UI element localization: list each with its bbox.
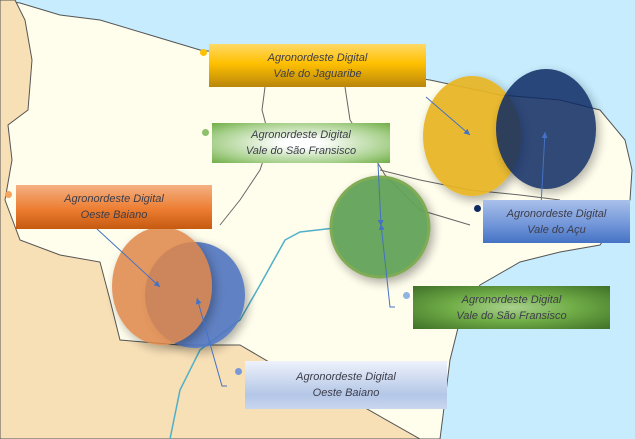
label-title: Agronordeste Digital: [251, 129, 351, 141]
marker-dot: [202, 129, 209, 136]
marker-dot: [5, 191, 12, 198]
arrow-oeste-baiano-orange: [96, 228, 161, 288]
circle-oeste-baiano-orange: [112, 227, 212, 345]
label-region: Oeste Baiano: [312, 387, 380, 399]
marker-dot: [474, 205, 481, 212]
label-region: Vale do São Fransisco: [245, 145, 357, 157]
label-region: Vale do São Fransisco: [456, 309, 567, 322]
connector-arrows: [96, 96, 548, 387]
label-region: Vale do Açu: [527, 223, 586, 236]
label-title: Agronordeste Digital: [64, 193, 164, 205]
arrow-sao-francisco-top: [377, 162, 384, 227]
circle-vale-do-sao-francisco: [329, 175, 431, 279]
label-oeste-baiano-orange: Agronordeste Digital Oeste Baiano: [16, 185, 212, 229]
label-title: Agronordeste Digital: [267, 51, 368, 64]
label-vale-do-sao-francisco-bottom: Agronordeste Digital Vale do São Fransis…: [413, 286, 610, 329]
marker-dot: [200, 49, 207, 56]
label-region: Oeste Baiano: [80, 209, 148, 221]
label-region: Vale do Jaguaribe: [273, 67, 362, 80]
label-title: Agronordeste Digital: [506, 207, 607, 220]
label-vale-do-sao-francisco-top: Agronordeste Digital Vale do São Fransis…: [212, 123, 390, 163]
label-vale-do-acu: Agronordeste Digital Vale do Açu: [483, 200, 630, 243]
label-vale-do-jaguaribe: Agronordeste Digital Vale do Jaguaribe: [209, 44, 426, 87]
river: [169, 227, 336, 439]
circle-vale-do-acu: [496, 69, 596, 189]
marker-dot: [403, 292, 410, 299]
arrow-jaguaribe: [425, 96, 471, 136]
arrow-oeste-baiano-blue: [195, 297, 227, 387]
label-oeste-baiano-blue: Agronordeste Digital Oeste Baiano: [245, 361, 447, 409]
circle-vale-do-jaguaribe: [423, 76, 521, 196]
label-title: Agronordeste Digital: [296, 371, 396, 383]
label-title: Agronordeste Digital: [461, 293, 562, 306]
arrow-sao-francisco-bottom: [378, 223, 395, 308]
marker-dot: [235, 368, 242, 375]
